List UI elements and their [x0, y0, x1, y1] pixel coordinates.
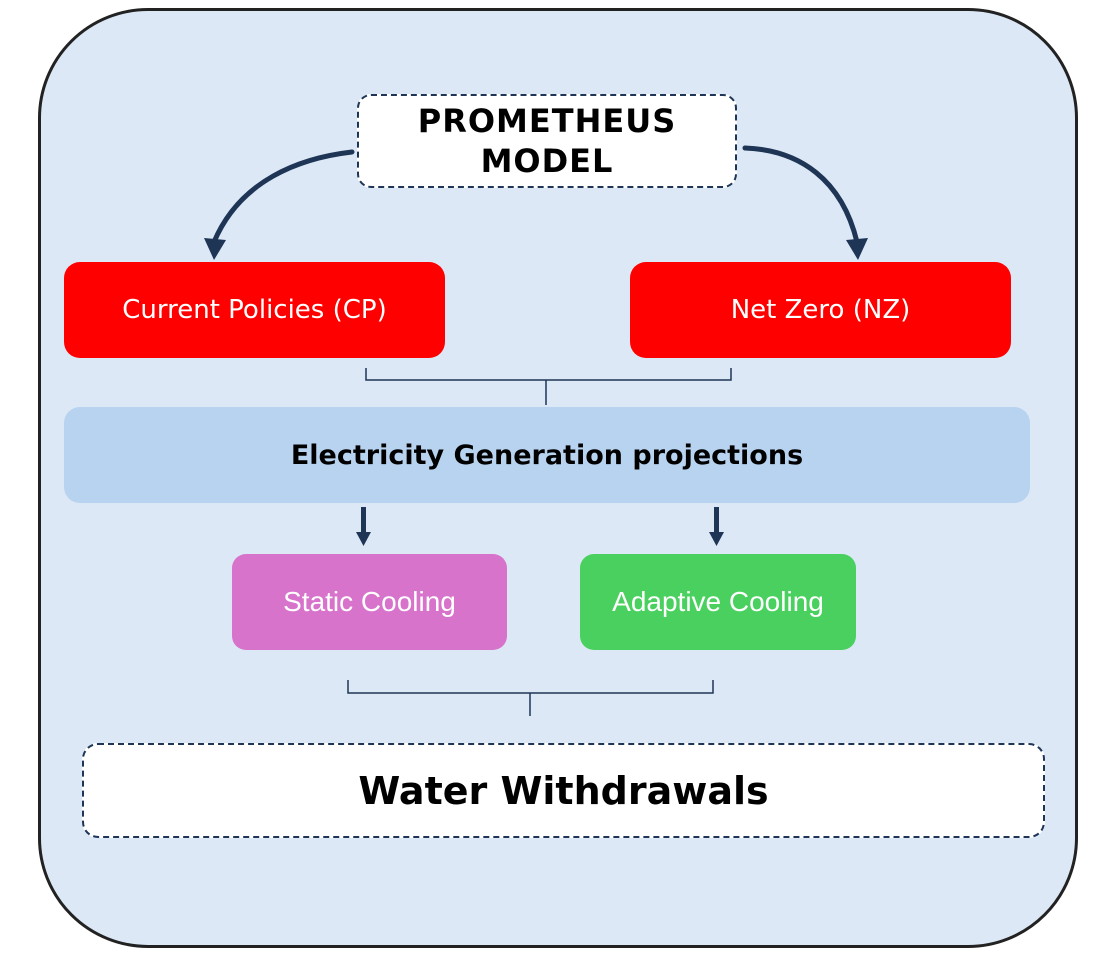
scenario-cp-label: Current Policies (CP) — [122, 295, 387, 325]
adaptive-cooling-label: Adaptive Cooling — [612, 586, 824, 617]
scenario-net-zero: Net Zero (NZ) — [630, 262, 1011, 358]
prometheus-model-box: PROMETHEUS MODEL — [357, 94, 737, 188]
adaptive-cooling-box: Adaptive Cooling — [580, 554, 856, 650]
model-title-line1: PROMETHEUS — [417, 102, 677, 140]
model-title-line2: MODEL — [480, 142, 614, 180]
electricity-generation-projections-bar: Electricity Generation projections — [64, 407, 1030, 503]
scenario-nz-label: Net Zero (NZ) — [730, 295, 911, 325]
projections-label: Electricity Generation projections — [290, 439, 804, 471]
static-cooling-box: Static Cooling — [232, 554, 507, 650]
static-cooling-label: Static Cooling — [283, 586, 456, 617]
water-withdrawals-box: Water Withdrawals — [82, 743, 1045, 838]
water-withdrawals-label: Water Withdrawals — [358, 768, 769, 813]
scenario-current-policies: Current Policies (CP) — [64, 262, 445, 358]
